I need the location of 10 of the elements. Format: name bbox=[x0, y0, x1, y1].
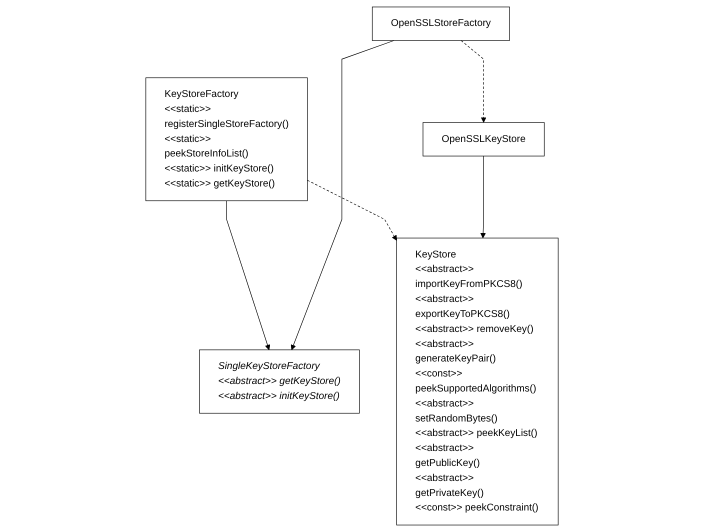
node-box: OpenSSLStoreFactory bbox=[372, 6, 510, 41]
arrow bbox=[480, 156, 486, 238]
node-box: KeyStore <<abstract>> importKeyFromPKCS8() <<abstract>> exportKeyToPKCS8() <<abstract>> removeKey() <<abstract>> generateKeyPair() <<const>> peekSupportedAlgorithms() <<abstract>> setRandomBytes() <<abstract>> peekKeyList() <<abstract>> getPublicKey() <<abstract>> getPrivateKey() <<const>> peekConstraint() bbox=[396, 238, 558, 526]
arrow bbox=[290, 40, 394, 350]
arrow bbox=[460, 40, 486, 123]
arrow bbox=[226, 200, 270, 350]
arrow bbox=[307, 180, 397, 241]
node-box: KeyStoreFactory <<static>> registerSingleStoreFactory() <<static>> peekStoreInfoList() <<static>> initKeyStore() <<static>> getKeyStore() bbox=[146, 77, 308, 202]
node-box: SingleKeyStoreFactory <<abstract>> getKeyStore() <<abstract>> initKeyStore() bbox=[199, 350, 360, 414]
node-box: OpenSSLKeyStore bbox=[422, 122, 545, 156]
